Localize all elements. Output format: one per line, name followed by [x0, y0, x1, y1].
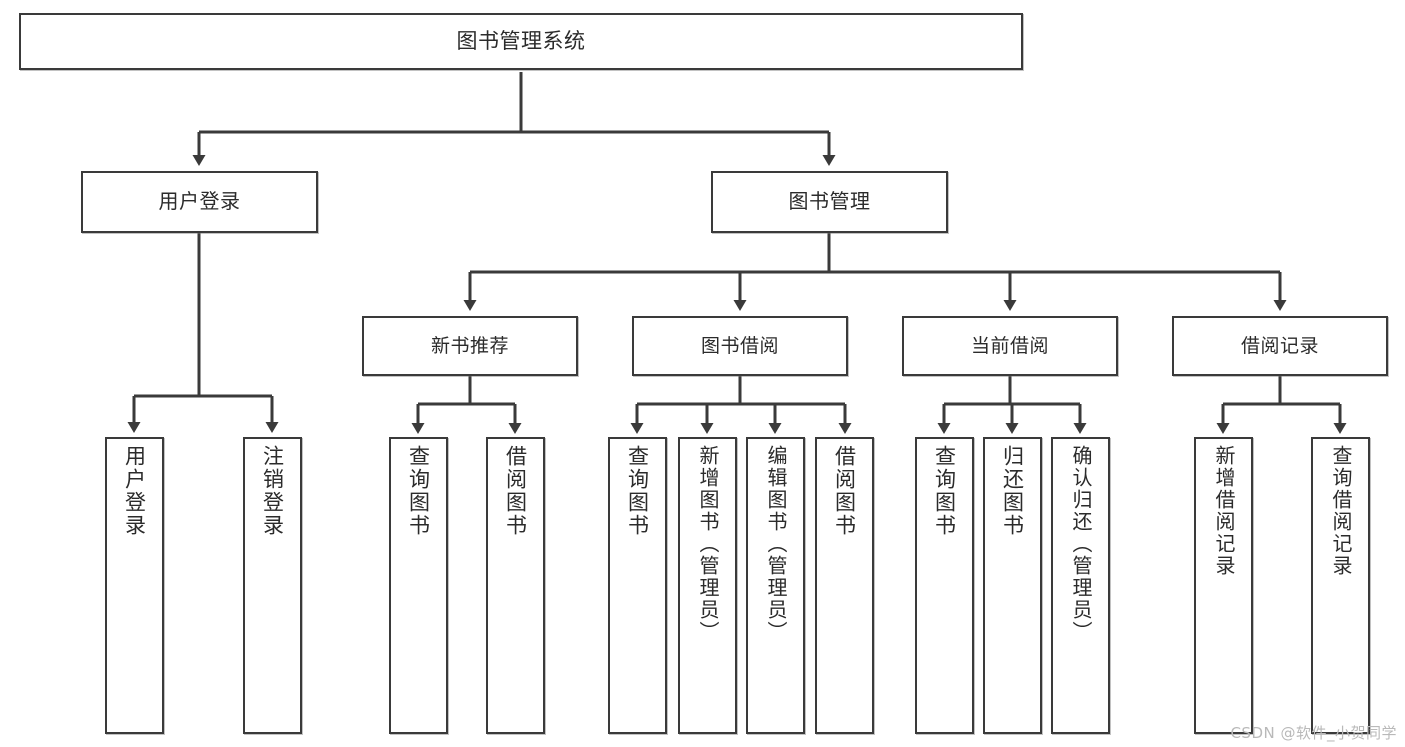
node-leaf-add-book-label: 新增图书（管理员）	[696, 445, 720, 643]
node-leaf-add-record-label: 新增借阅记录	[1212, 445, 1236, 577]
node-leaf-add-record[interactable]: 新增借阅记录	[1194, 437, 1253, 734]
node-root[interactable]: 图书管理系统	[19, 13, 1023, 70]
node-book-borrow[interactable]: 图书借阅	[632, 316, 848, 376]
node-current-borrow[interactable]: 当前借阅	[902, 316, 1118, 376]
node-leaf-return-book[interactable]: 归还图书	[983, 437, 1042, 734]
node-new-book-rec[interactable]: 新书推荐	[362, 316, 578, 376]
node-leaf-return-book-label: 归还图书	[1000, 445, 1025, 537]
node-leaf-query-record[interactable]: 查询借阅记录	[1311, 437, 1370, 734]
csdn-watermark: CSDN @软件_小贺同学	[1230, 724, 1397, 742]
node-leaf-borrow-book-1[interactable]: 借阅图书	[486, 437, 545, 734]
node-user-login-label: 用户登录	[158, 189, 241, 214]
node-leaf-query-book-1-label: 查询图书	[406, 445, 431, 537]
node-new-book-rec-label: 新书推荐	[430, 334, 509, 357]
node-leaf-borrow-book-1-label: 借阅图书	[503, 445, 528, 537]
node-current-borrow-label: 当前借阅	[970, 334, 1049, 357]
node-leaf-edit-book[interactable]: 编辑图书（管理员）	[746, 437, 805, 734]
node-leaf-query-book-2-label: 查询图书	[625, 445, 650, 537]
node-leaf-add-book[interactable]: 新增图书（管理员）	[678, 437, 737, 734]
node-leaf-logout[interactable]: 注销登录	[243, 437, 302, 734]
node-leaf-logout-label: 注销登录	[260, 445, 285, 537]
node-book-borrow-label: 图书借阅	[700, 334, 779, 357]
node-leaf-confirm-return[interactable]: 确认归还（管理员）	[1051, 437, 1110, 734]
node-leaf-user-login[interactable]: 用户登录	[105, 437, 164, 734]
node-leaf-query-record-label: 查询借阅记录	[1329, 445, 1353, 577]
node-leaf-query-book-3[interactable]: 查询图书	[915, 437, 974, 734]
node-book-manage-label: 图书管理	[788, 189, 871, 214]
node-user-login[interactable]: 用户登录	[81, 171, 318, 233]
node-borrow-record[interactable]: 借阅记录	[1172, 316, 1388, 376]
node-leaf-query-book-1[interactable]: 查询图书	[389, 437, 448, 734]
node-leaf-query-book-3-label: 查询图书	[932, 445, 957, 537]
node-leaf-confirm-return-label: 确认归还（管理员）	[1069, 445, 1093, 643]
node-leaf-query-book-2[interactable]: 查询图书	[608, 437, 667, 734]
node-root-label: 图书管理系统	[456, 29, 586, 54]
node-leaf-user-login-label: 用户登录	[122, 445, 147, 537]
node-leaf-edit-book-label: 编辑图书（管理员）	[764, 445, 788, 643]
node-leaf-borrow-book-2-label: 借阅图书	[832, 445, 857, 537]
node-borrow-record-label: 借阅记录	[1240, 334, 1319, 357]
node-book-manage[interactable]: 图书管理	[711, 171, 948, 233]
node-leaf-borrow-book-2[interactable]: 借阅图书	[815, 437, 874, 734]
